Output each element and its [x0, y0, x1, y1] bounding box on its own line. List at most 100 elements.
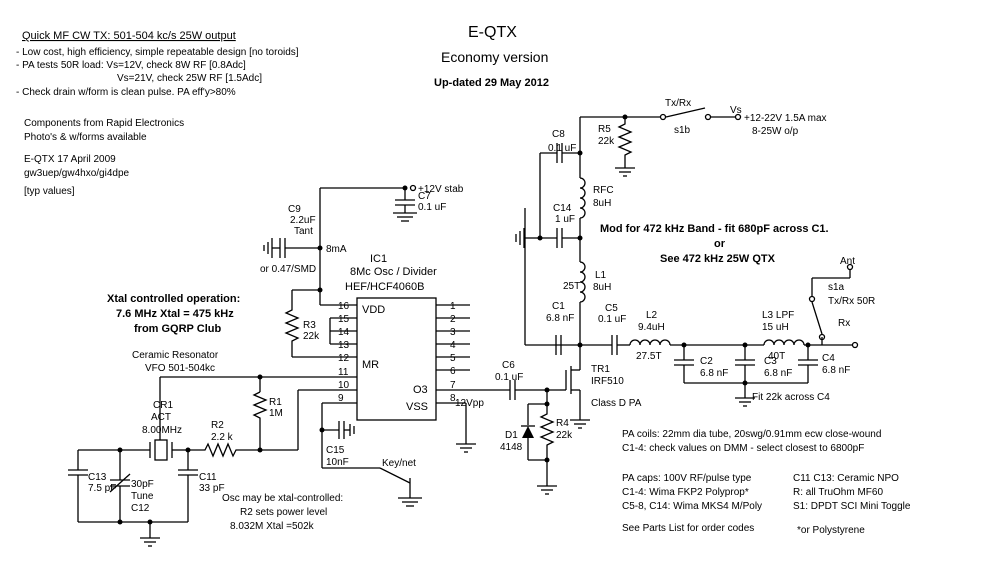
r1-value: 1M	[269, 408, 283, 419]
r4-value: 22k	[556, 430, 573, 441]
s1b-label: s1b	[674, 125, 691, 136]
c11-label: C11	[199, 472, 217, 483]
pin-label: 15	[338, 314, 350, 325]
pin-label: 11	[338, 367, 349, 378]
osc-note: R2 sets power level	[240, 507, 327, 518]
pin-label: 14	[338, 327, 350, 338]
l2-turns: 27.5T	[636, 351, 662, 362]
pin-label: 10	[338, 380, 350, 391]
ic1-q3: O3	[413, 384, 428, 396]
ic1-vss: VSS	[406, 401, 428, 413]
ic1-label: IC1	[370, 253, 387, 265]
r3-label: R3	[303, 320, 316, 331]
c1-value: 6.8 nF	[546, 313, 574, 324]
caps-note: C1-4: Wima FKP2 Polyprop*	[622, 487, 749, 498]
c1-label: C1	[552, 301, 565, 312]
c12-value: 30pF	[131, 479, 154, 490]
caps-note: C5-8, C14: Wima MKS4 M/Poly	[622, 501, 762, 512]
drain-supply: C8 0.1 uF R5 22k RFC 8uH C14 1 uF 25T L1…	[515, 114, 635, 348]
l1-turns: 25T	[563, 281, 580, 292]
cr1-label: CR1	[153, 400, 173, 411]
c5-label: C5	[605, 303, 618, 314]
caps-note: PA caps: 100V RF/pulse type	[622, 473, 752, 484]
c4-value: 6.8 nF	[822, 365, 850, 376]
c4-label: C4	[822, 353, 835, 364]
c8-value: 0.1 uF	[548, 143, 576, 154]
cr1-freq: 8.00MHz	[142, 425, 182, 436]
note-line: - Low cost, high efficiency, simple repe…	[16, 47, 299, 58]
c6-value: 0.1 uF	[495, 372, 523, 383]
pin-label: 16	[338, 301, 350, 312]
c2-value: 6.8 nF	[700, 368, 728, 379]
l2-label: L2	[646, 310, 658, 321]
osc-note: 8.032M Xtal =502k	[230, 521, 315, 532]
ant-label: Ant	[840, 256, 855, 267]
supply-power: 8-25W o/p	[752, 126, 799, 137]
c2-label: C2	[700, 356, 713, 367]
fit-note: Fit 22k across C4	[752, 392, 830, 403]
r2-label: R2	[211, 420, 224, 431]
c9-alt: or 0.47/SMD	[260, 264, 316, 275]
ic1: IC1 8Mc Osc / Divider HEF/HCF4060B VDD M…	[260, 253, 470, 421]
ic1-vdd: VDD	[362, 304, 385, 316]
xtal-note: Xtal controlled operation:	[107, 293, 240, 305]
c6-label: C6	[502, 360, 515, 371]
note-line: gw3uep/gw4hxo/gi4dpe	[24, 168, 130, 179]
c13-label: C13	[88, 472, 107, 483]
c13-value: 7.5 pF	[88, 483, 116, 494]
osc-note: Osc may be xtal-controlled:	[222, 493, 343, 504]
txrx-label: Tx/Rx	[665, 98, 691, 109]
c9-value: 2.2uF	[290, 215, 316, 226]
note-line: Vs=21V, check 25W RF [1.5Adc]	[117, 73, 262, 84]
pin-label: 12	[338, 353, 350, 364]
switch-s1a: Ant s1a Tx/Rx 50R Rx	[808, 256, 875, 345]
c8-label: C8	[552, 129, 565, 140]
c12-type: Tune	[131, 491, 154, 502]
txrx50-label: Tx/Rx 50R	[828, 296, 875, 307]
c15-value: 10nF	[326, 457, 349, 468]
vpp-label: 12Vpp	[455, 398, 484, 409]
rfc-value: 8uH	[593, 198, 611, 209]
ic1-part: HEF/HCF4060B	[345, 281, 424, 293]
mod-note: or	[714, 238, 726, 250]
mod-note: Mod for 472 kHz Band - fit 680pF across …	[600, 223, 829, 235]
l3-value: 15 uH	[762, 322, 789, 333]
vs-label: Vs	[730, 105, 742, 116]
parts-note: S1: DPDT SCI Mini Toggle	[793, 501, 911, 512]
c3-label: C3	[764, 356, 777, 367]
tr1-label: TR1	[591, 364, 610, 375]
oscillator: R1 1M R2 2.2 k CR1 ACT 8.00MHz C13 7.5 p…	[68, 374, 299, 547]
c14-value: 1 uF	[555, 214, 575, 225]
key-label: Key/net	[382, 458, 416, 469]
c9-label: C9	[288, 204, 301, 215]
pin-label: 6	[450, 366, 456, 377]
notes-heading: Quick MF CW TX: 501-504 kc/s 25W output	[22, 30, 236, 42]
resonator-note: VFO 501-504kc	[145, 363, 215, 374]
cr1-type: ACT	[151, 412, 171, 423]
r5-value: 22k	[598, 136, 615, 147]
l1-value: 8uH	[593, 282, 611, 293]
coil-note: PA coils: 22mm dia tube, 20swg/0.91mm ec…	[622, 429, 881, 440]
stab-label: +12V stab	[418, 184, 464, 195]
c3-value: 6.8 nF	[764, 368, 792, 379]
note-line: Photo's & w/forms available	[24, 132, 147, 143]
pin-label: 4	[450, 340, 456, 351]
c9-type: Tant	[294, 226, 313, 237]
pin-label: 2	[450, 314, 456, 325]
pin-label: 7	[450, 380, 456, 391]
d1-value: 4148	[500, 442, 523, 453]
pin-label: 3	[450, 327, 456, 338]
note-line: E-QTX 17 April 2009	[24, 154, 116, 165]
diagram-subtitle: Economy version	[441, 49, 548, 65]
d1-label: D1	[505, 430, 518, 441]
pin-label: 8	[450, 393, 456, 404]
tr1-part: IRF510	[591, 376, 624, 387]
rx-label: Rx	[838, 318, 850, 329]
parts-list-note: See Parts List for order codes	[622, 523, 754, 534]
classd-label: Class D PA	[591, 398, 642, 409]
resonator-note: Ceramic Resonator	[132, 350, 219, 361]
note-line: - Check drain w/form is clean pulse. PA …	[16, 87, 236, 98]
c14-label: C14	[553, 203, 572, 214]
r5-label: R5	[598, 124, 611, 135]
